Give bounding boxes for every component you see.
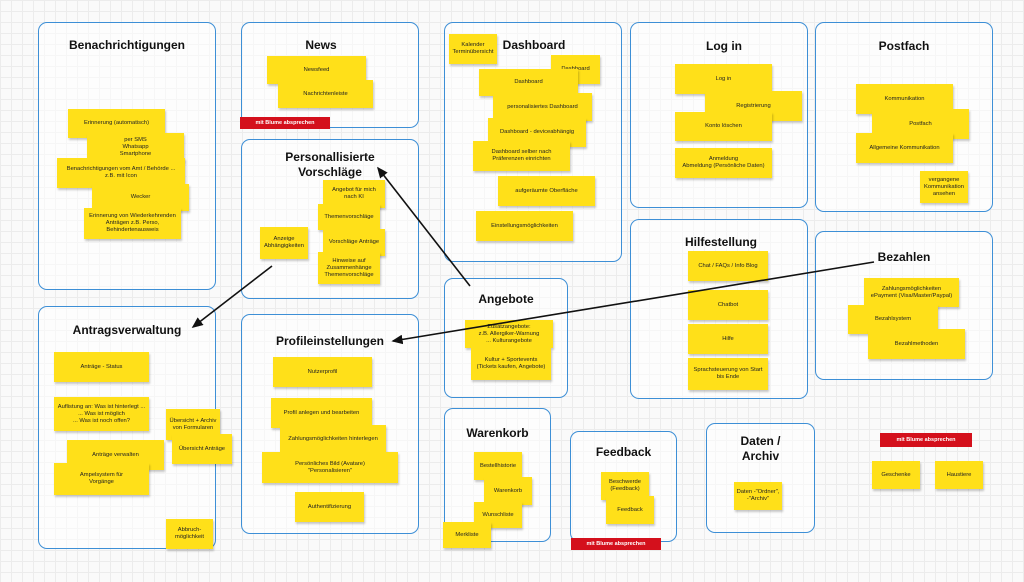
- sticky-note[interactable]: Persönliches Bild (Avatare) "Personalisi…: [262, 452, 398, 483]
- arrow-angebote-to-personalisierte: [377, 166, 471, 287]
- sticky-note[interactable]: Zahlungsmöglichkeiten ePayment (Visa/Mas…: [864, 278, 959, 307]
- title-hilfestellung: Hilfestellung: [684, 235, 757, 249]
- sticky-note[interactable]: Anträge - Status: [54, 352, 149, 382]
- title-news: News: [305, 38, 337, 52]
- arrow-anzeige-to-antragsverwaltung: [191, 265, 273, 328]
- title-daten-archiv: Daten / Archiv: [740, 434, 781, 463]
- title-angebote: Angebote: [478, 292, 534, 306]
- sticky-note[interactable]: Warenkorb: [484, 477, 532, 505]
- sticky-note[interactable]: personalisiertes Dashboard: [493, 93, 592, 121]
- sticky-note[interactable]: Allgemeine Kommunikation: [856, 133, 953, 163]
- sticky-note[interactable]: Abbruch- möglichkeit: [166, 519, 213, 549]
- sticky-note[interactable]: Anmeldung Abmeldung (Persönliche Daten): [675, 148, 772, 178]
- title-postfach: Postfach: [878, 39, 930, 53]
- sticky-note[interactable]: Kalender Terminübersicht: [449, 34, 497, 64]
- title-warenkorb: Warenkorb: [466, 426, 529, 440]
- sticky-note[interactable]: Feedback: [606, 496, 654, 524]
- sticky-note[interactable]: Log in: [675, 64, 772, 94]
- sticky-note[interactable]: Newsfeed: [267, 56, 366, 84]
- sticky-note[interactable]: per SMS Whatsapp Smartphone: [87, 133, 184, 162]
- sticky-note[interactable]: Themenvorschläge: [318, 204, 380, 230]
- title-bezahlen: Bezahlen: [877, 250, 931, 264]
- sticky-note[interactable]: Bestellhistorie: [474, 452, 522, 480]
- sticky-note[interactable]: Haustiere: [935, 461, 983, 489]
- title-antragsverwaltung: Antragsverwaltung: [72, 323, 182, 337]
- arrow-bezahlen-to-profileinstellungen: [391, 261, 875, 345]
- sticky-note[interactable]: Merkliste: [443, 522, 491, 548]
- sticky-note[interactable]: Chatbot: [688, 290, 768, 320]
- sticky-note[interactable]: Anzeige Abhängigkeiten: [260, 227, 308, 259]
- sticky-note[interactable]: Übersicht Anträge: [172, 434, 232, 464]
- sticky-note[interactable]: Benachrichtigungen vom Amt / Behörde ...…: [57, 158, 185, 188]
- title-profileinstellungen: Profileinstellungen: [275, 334, 384, 348]
- title-personalisierte-vorschlaege: Personallisierte Vorschläge: [285, 150, 375, 179]
- sticky-note[interactable]: Ampelsystem für Vorgänge: [54, 463, 149, 495]
- sticky-note[interactable]: Erinnerung von Wiederkehrenden Anträgen …: [84, 208, 181, 239]
- sticky-note[interactable]: Chat / FAQs / Info Blog: [688, 251, 768, 281]
- sticky-note[interactable]: Geschenke: [872, 461, 920, 489]
- sticky-note[interactable]: Einstellungsmöglichkeiten: [476, 211, 573, 241]
- frame-daten-archiv: [706, 423, 815, 533]
- sticky-note[interactable]: Nachrichtenleiste: [278, 80, 373, 108]
- sticky-note[interactable]: Vorschläge Anträge: [323, 229, 385, 256]
- sticky-note[interactable]: Angebot für mich nach KI: [323, 180, 385, 208]
- title-benachrichtigungen: Benachrichtigungen: [68, 38, 185, 52]
- tag-mit-blume-absprechen: mit Blume absprechen: [880, 433, 972, 447]
- sticky-note[interactable]: Zahlungsmöglichkeiten hinterlegen: [280, 425, 386, 453]
- sticky-note[interactable]: Konto löschen: [675, 112, 772, 141]
- sticky-note[interactable]: Sprachsteuerung von Start bis Ende: [688, 358, 768, 390]
- tag-mit-blume-absprechen: mit Blume absprechen: [571, 538, 661, 550]
- sticky-note[interactable]: Dashboard: [479, 69, 578, 96]
- sticky-note[interactable]: Bezahlmethoden: [868, 329, 965, 359]
- sticky-note[interactable]: Hinweise auf Zusammenhänge Themenvorschl…: [318, 252, 380, 284]
- title-dashboard: Dashboard: [502, 38, 566, 52]
- sticky-note[interactable]: vergangene Kommunikation ansehen: [920, 171, 968, 203]
- sticky-note[interactable]: Nutzerprofil: [273, 357, 372, 387]
- sticky-note[interactable]: Wecker: [92, 184, 189, 211]
- sticky-note[interactable]: Dashboard selber nach Präferenzen einric…: [473, 141, 570, 171]
- title-feedback: Feedback: [595, 445, 652, 459]
- sticky-note[interactable]: Profil anlegen und bearbeiten: [271, 398, 372, 428]
- sticky-note[interactable]: Beschwerde (Feedback): [601, 472, 649, 500]
- sticky-note[interactable]: Authentifizierung: [295, 492, 364, 522]
- sticky-note[interactable]: Zusatzangebote: z.B. Allergiker-Warnung …: [465, 320, 553, 348]
- title-login: Log in: [706, 39, 742, 53]
- sticky-note[interactable]: aufgeräumte Oberfläche: [498, 176, 595, 206]
- tag-mit-blume-absprechen: mit Blume absprechen: [240, 117, 330, 129]
- sticky-note[interactable]: Daten -"Ordner", -"Archiv": [734, 482, 782, 510]
- sticky-note[interactable]: Kultur + Sportevents (Tickets kaufen, An…: [471, 348, 551, 380]
- sticky-note[interactable]: Hilfe: [688, 324, 768, 354]
- sticky-note[interactable]: Auflistung an: Was ist hinterlegt ... ..…: [54, 397, 149, 431]
